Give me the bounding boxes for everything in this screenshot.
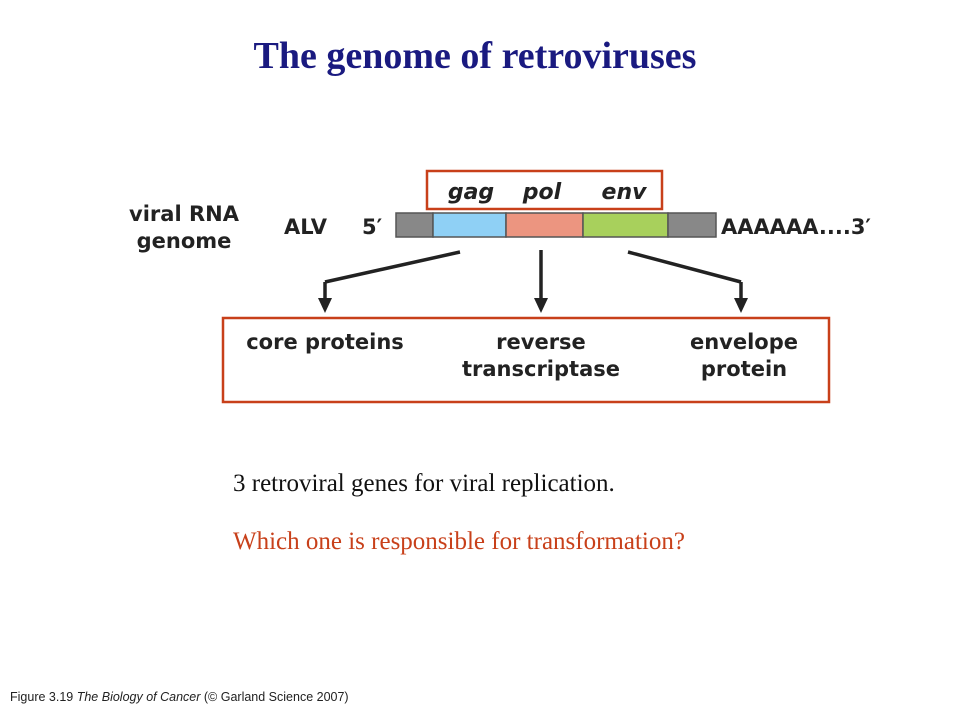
- question-text: Which one is responsible for transformat…: [233, 528, 685, 555]
- copyright-credit: (© Garland Science 2007): [203, 690, 349, 704]
- slide-title: The genome of retroviruses: [253, 35, 697, 77]
- gene-label-env: env: [602, 180, 648, 205]
- product-core-proteins: core proteins: [246, 330, 404, 354]
- gene-label-pol: pol: [522, 180, 562, 205]
- ltr-left-segment: [395, 212, 434, 238]
- virus-name-label: ALV: [284, 215, 328, 239]
- gene-names-box: [425, 169, 664, 211]
- arrowhead-gag: [318, 298, 332, 313]
- book-title: The Biology of Cancer: [76, 690, 201, 704]
- products-box: [221, 316, 831, 404]
- arrow-env-diagonal: [627, 250, 742, 284]
- arrowhead-env: [734, 298, 748, 313]
- statement-text: 3 retroviral genes for viral replication…: [233, 470, 615, 497]
- ltr-right-segment: [667, 212, 717, 238]
- figure-credit: Figure 3.19 The Biology of Cancer (© Gar…: [10, 690, 349, 704]
- viral-rna-label: viral RNA: [129, 202, 240, 226]
- arrow-gag-diagonal: [324, 250, 461, 284]
- product-reverse-line1: reverse: [496, 330, 586, 354]
- product-envelope-line1: envelope: [690, 330, 798, 354]
- polya-three-prime-label: AAAAAA....3′: [721, 215, 871, 239]
- gene-label-gag: gag: [448, 180, 494, 205]
- figure-number: Figure 3.19: [10, 690, 74, 704]
- env-segment: [582, 212, 669, 238]
- product-envelope-line2: protein: [701, 357, 787, 381]
- arrowhead-pol: [534, 298, 548, 313]
- five-prime-label: 5′: [362, 215, 383, 239]
- gag-segment: [432, 212, 507, 238]
- pol-segment: [505, 212, 584, 238]
- genome-label: genome: [137, 229, 232, 253]
- product-reverse-line2: transcriptase: [462, 357, 620, 381]
